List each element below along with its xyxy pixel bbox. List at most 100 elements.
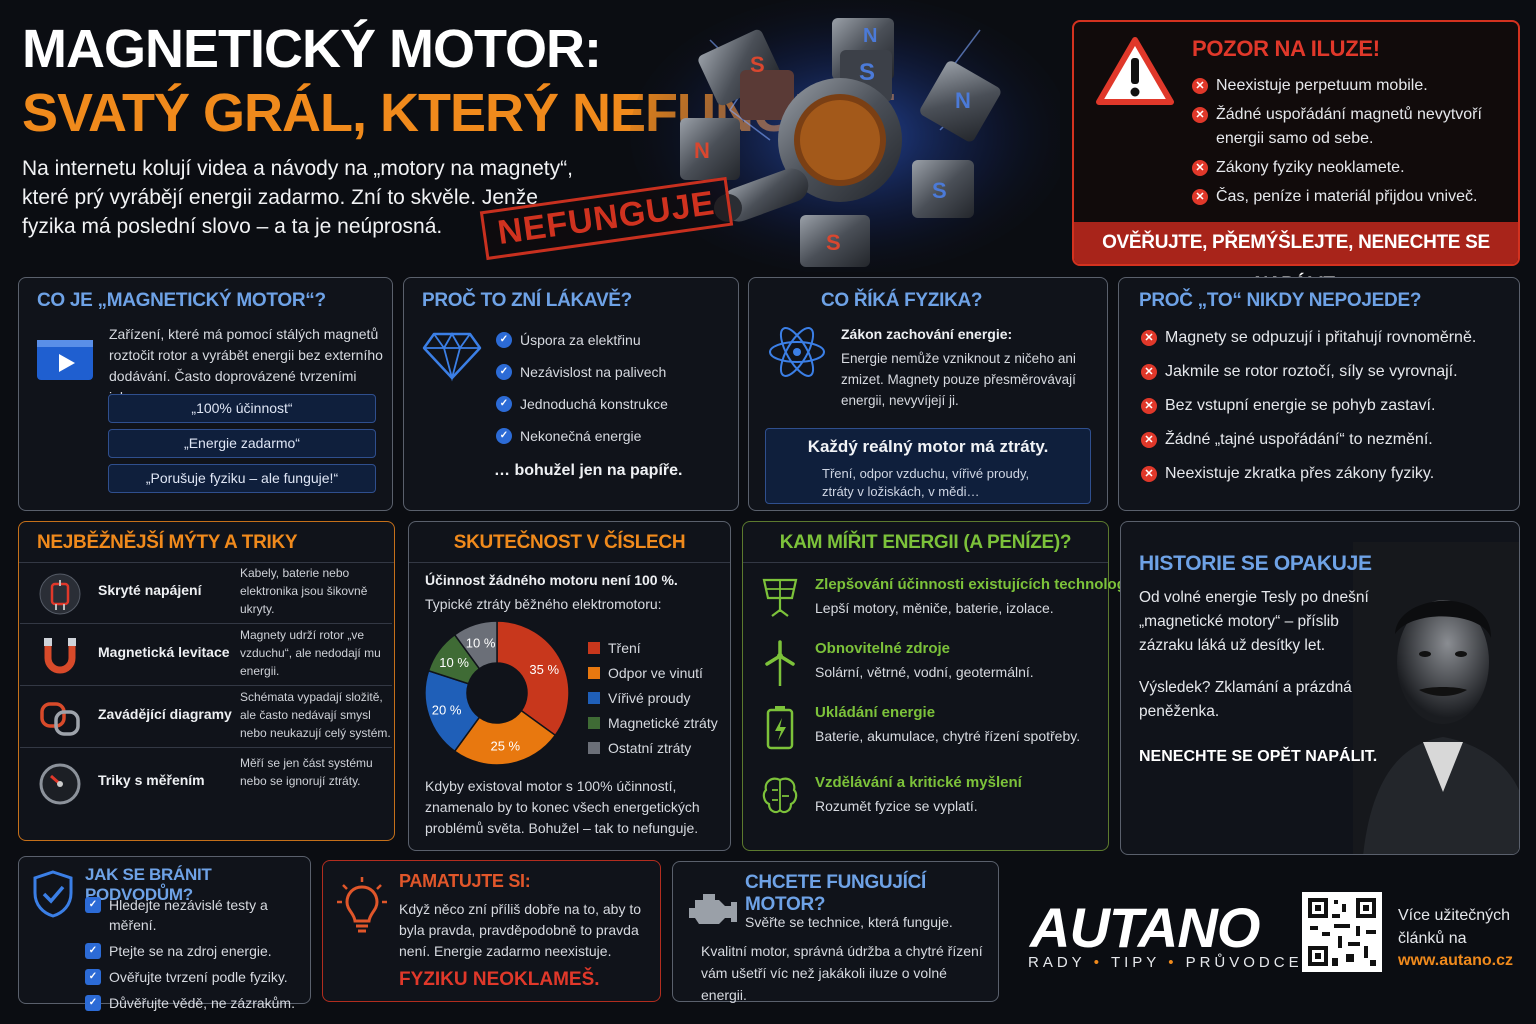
- legend-swatch: [588, 692, 600, 704]
- check-icon: ✓: [496, 428, 512, 444]
- legend-item: Ostatní ztráty: [588, 740, 691, 756]
- hero-title-line1: MAGNETICKÝ MOTOR:: [22, 19, 602, 79]
- losses-pie-chart: 35 %25 %20 %10 %10 %: [424, 620, 570, 766]
- tempting-item: ✓Nezávislost na palivech: [496, 362, 726, 382]
- history-p2: Výsledek? Zklamání a prázdná peněženka.: [1139, 679, 1352, 720]
- warning-item: ✕Neexistuje perpetuum mobile.: [1192, 74, 1512, 98]
- myths-title: NEJBĚŽNĚJŠÍ MÝTY A TRIKY: [37, 532, 298, 553]
- magnet-letter: S: [859, 59, 875, 86]
- remember-card: PAMATUJTE SI: Když něco zní příliš dobře…: [322, 860, 661, 1002]
- defend-item: ✓Hledejte nezávislé testy a měření.: [85, 895, 307, 935]
- working-motor-title: CHCETE FUNGUJÍCÍ MOTOR?: [745, 872, 926, 915]
- history-title: HISTORIE SE OPAKUJE: [1139, 552, 1372, 575]
- numbers-footer: Kdyby existoval motor s 100% účinností, …: [425, 778, 700, 836]
- legend-swatch: [588, 717, 600, 729]
- never-work-title: PROČ „TO“ NIKDY NEPOJEDE?: [1139, 290, 1422, 311]
- hidden-power-icon: [39, 573, 81, 615]
- pie-data-label: 25 %: [490, 738, 520, 753]
- why-tempting-title: PROČ TO ZNÍ LÁKAVĚ?: [422, 290, 632, 311]
- myth-desc: Schémata vypadají složitě, ale často ned…: [240, 690, 391, 740]
- warning-box: POZOR NA ILUZE! ✕Neexistuje perpetuum mo…: [1072, 20, 1520, 295]
- warning-title: POZOR NA ILUZE!: [1192, 36, 1380, 61]
- myth-name: Zavádějící diagramy: [98, 706, 232, 722]
- engine-icon: [689, 894, 737, 924]
- lightbulb-icon: [337, 877, 387, 933]
- pie-slice: [453, 620, 498, 670]
- myth-row: Magnetická levitace Magnety udrží rotor …: [20, 624, 392, 686]
- legend-item: Magnetické ztráty: [588, 715, 718, 731]
- tempting-footer: … bohužel jen na papíře.: [494, 462, 683, 479]
- check-icon: ✓: [85, 897, 101, 913]
- check-icon: ✓: [496, 364, 512, 380]
- pie-slice: [496, 620, 570, 737]
- solar-panel-icon: [762, 578, 798, 617]
- myth-desc: Měří se jen část systému nebo se ignoruj…: [240, 756, 373, 788]
- tempting-item: ✓Úspora za elektřinu: [496, 330, 726, 350]
- brand-tagline: RADY• TIPY• PRŮVODCE: [1028, 954, 1303, 971]
- brain-icon: [762, 777, 798, 814]
- claim-pill: „100% účinnost“: [108, 394, 376, 423]
- magnet-letter: S: [826, 230, 841, 255]
- history-p1: Od volné energie Tesly po dnešní „magnet…: [1139, 589, 1369, 654]
- qr-code[interactable]: [1302, 892, 1382, 972]
- myths-card: NEJBĚŽNĚJŠÍ MÝTY A TRIKY: [18, 521, 395, 841]
- check-icon: ✓: [85, 943, 101, 959]
- myth-name: Magnetická levitace: [98, 644, 230, 660]
- autano-url-link[interactable]: www.autano.cz: [1398, 952, 1513, 969]
- warning-item: ✕Zákony fyziky neoklamete.: [1192, 156, 1512, 180]
- x-icon: ✕: [1141, 432, 1157, 448]
- x-icon: ✕: [1192, 78, 1208, 94]
- myth-row: Triky s měřením Měří se jen část systému…: [20, 752, 392, 814]
- what-is-title: CO JE „MAGNETICKÝ MOTOR“?: [37, 290, 326, 311]
- remember-title: PAMATUJTE SI:: [399, 871, 531, 891]
- energy-title: KAM MÍŘIT ENERGII (A PENÍZE)?: [779, 532, 1072, 553]
- never-work-item: ✕Jakmile se rotor roztočí, síly se vyrov…: [1141, 360, 1511, 384]
- pie-slice: [453, 709, 557, 766]
- losses-box: Každý reálný motor má ztráty. Tření, odp…: [765, 428, 1091, 504]
- check-icon: ✓: [85, 969, 101, 985]
- myth-row: Skryté napájení Kabely, baterie nebo ele…: [20, 562, 392, 624]
- working-motor-text: Kvalitní motor, správná údržba a chytré …: [701, 943, 983, 1003]
- never-work-card: PROČ „TO“ NIKDY NEPOJEDE? ✕Magnety se od…: [1118, 277, 1520, 511]
- energy-card: KAM MÍŘIT ENERGII (A PENÍZE)?: [742, 521, 1109, 851]
- legend-label: Ostatní ztráty: [608, 740, 692, 756]
- magnet-icon: [44, 638, 76, 674]
- numbers-lead: Účinnost žádného motoru není 100 %.: [425, 572, 678, 588]
- check-icon: ✓: [85, 995, 101, 1011]
- warning-list: ✕Neexistuje perpetuum mobile. ✕Žádné usp…: [1192, 74, 1512, 209]
- more-articles-text: Více užitečných článků na: [1398, 907, 1511, 947]
- legend-swatch: [588, 642, 600, 654]
- x-icon: ✕: [1141, 466, 1157, 482]
- magnet-letter: S: [932, 178, 947, 203]
- magnet-blocks: [680, 18, 1001, 267]
- magnet-letter: N: [955, 88, 971, 113]
- hero-intro: Na internetu kolují videa a návody na „m…: [22, 157, 573, 238]
- legend-label: Vířivé proudy: [608, 690, 691, 706]
- defend-title: JAK SE BRÁNIT PODVODŮM?: [85, 865, 212, 904]
- legend-swatch: [588, 667, 600, 679]
- magnet-letter: N: [863, 25, 877, 47]
- warning-item: ✕Čas, peníze i materiál přijdou vniveč.: [1192, 185, 1512, 209]
- warning-footer: OVĚŘUJTE, PŘEMÝŠLEJTE, NENECHTE SE NAPÁL…: [1074, 222, 1518, 295]
- tempting-item: ✓Nekonečná energie: [496, 426, 726, 446]
- legend-item: Tření: [588, 640, 641, 656]
- myth-name: Triky s měřením: [98, 772, 205, 788]
- pie-data-label: 10 %: [466, 636, 496, 651]
- magnet-motor-illustration: S N S N S S N: [630, 0, 1060, 272]
- autano-logo: AUTANO: [1030, 896, 1260, 959]
- pie-data-label: 10 %: [439, 655, 469, 670]
- pie-data-label: 20 %: [432, 702, 462, 717]
- working-motor-card: CHCETE FUNGUJÍCÍ MOTOR? Svěřte se techni…: [672, 861, 999, 1003]
- myth-name: Skryté napájení: [98, 582, 202, 598]
- diamond-icon: [422, 332, 482, 382]
- never-work-item: ✕Bez vstupní energie se pohyb zastaví.: [1141, 394, 1511, 418]
- claim-pill: „Porušuje fyziku – ale funguje!“: [108, 464, 376, 493]
- never-work-item: ✕Neexistuje zkratka přes zákony fyziky.: [1141, 462, 1511, 486]
- legend-label: Magnetické ztráty: [608, 715, 718, 731]
- defend-item: ✓Ověřujte tvrzení podle fyziky.: [85, 967, 307, 987]
- law-text: Energie nemůže vzniknout z ničeho ani zm…: [841, 351, 1076, 408]
- warning-triangle-icon: [1096, 37, 1174, 105]
- gauge-icon: [39, 763, 81, 805]
- video-play-icon: [37, 340, 93, 380]
- diagram-icon: [40, 702, 80, 736]
